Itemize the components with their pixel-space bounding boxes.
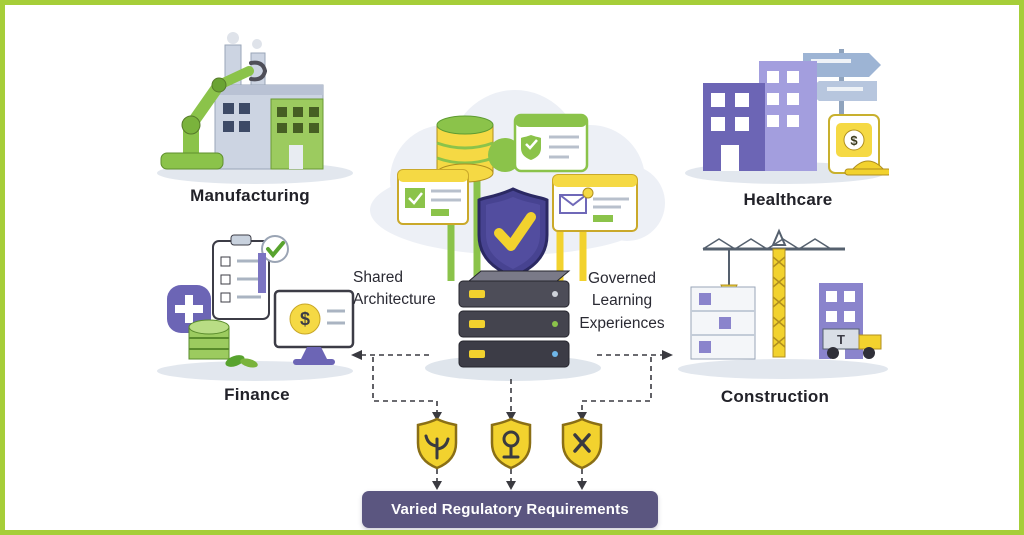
balance-icon bbox=[502, 430, 520, 459]
signpost-icon bbox=[803, 49, 881, 121]
healthcare-label: Healthcare bbox=[743, 190, 833, 209]
checklist-window-icon bbox=[397, 169, 469, 225]
shared-architecture-label: Shared Architecture bbox=[353, 269, 436, 309]
finance-illustration: $ bbox=[157, 234, 355, 381]
hard-hat-icon bbox=[844, 160, 889, 176]
coin-stack-icon bbox=[188, 319, 258, 368]
dashed-connectors bbox=[361, 354, 663, 481]
governed-learning-label: Governed Learning Experiences bbox=[579, 270, 665, 332]
regulatory-shield-2 bbox=[490, 417, 532, 470]
regulatory-banner-label: Varied Regulatory Requirements bbox=[391, 501, 629, 518]
hospital-buildings-icon bbox=[703, 61, 817, 171]
truck-icon: T bbox=[822, 328, 882, 359]
regulatory-banner: Varied Regulatory Requirements bbox=[362, 491, 658, 528]
server-stack-icon bbox=[458, 270, 571, 368]
finance-label: Finance bbox=[224, 385, 290, 404]
svg-text:$: $ bbox=[850, 133, 858, 148]
leaf-circle-icon bbox=[488, 138, 522, 172]
clipboard-checklist-icon bbox=[212, 234, 270, 320]
ground-shadow bbox=[157, 361, 353, 381]
healthcare-illustration: $ bbox=[685, 49, 889, 184]
arrowheads bbox=[351, 350, 673, 490]
finance-monitor-icon: $ bbox=[258, 253, 355, 365]
regulatory-shield-1 bbox=[416, 417, 458, 470]
mail-window-icon bbox=[552, 174, 638, 232]
connector-overlay bbox=[351, 350, 673, 490]
regulatory-shield-3 bbox=[561, 417, 603, 470]
svg-text:T: T bbox=[837, 332, 845, 347]
robot-arm-icon bbox=[160, 60, 267, 170]
manufacturing-label: Manufacturing bbox=[190, 186, 310, 205]
manufacturing-illustration bbox=[157, 32, 353, 184]
svg-text:$: $ bbox=[300, 309, 310, 329]
check-circle-icon bbox=[261, 235, 289, 263]
construction-label: Construction bbox=[720, 387, 830, 406]
billing-card-icon: $ bbox=[828, 114, 880, 174]
x-mark-icon bbox=[573, 433, 591, 453]
sprout-icon bbox=[424, 434, 450, 460]
ground-shadow bbox=[678, 359, 888, 379]
security-card-icon bbox=[513, 113, 589, 173]
construction-illustration: T bbox=[678, 228, 888, 379]
shared-architecture-illustration bbox=[370, 90, 665, 381]
